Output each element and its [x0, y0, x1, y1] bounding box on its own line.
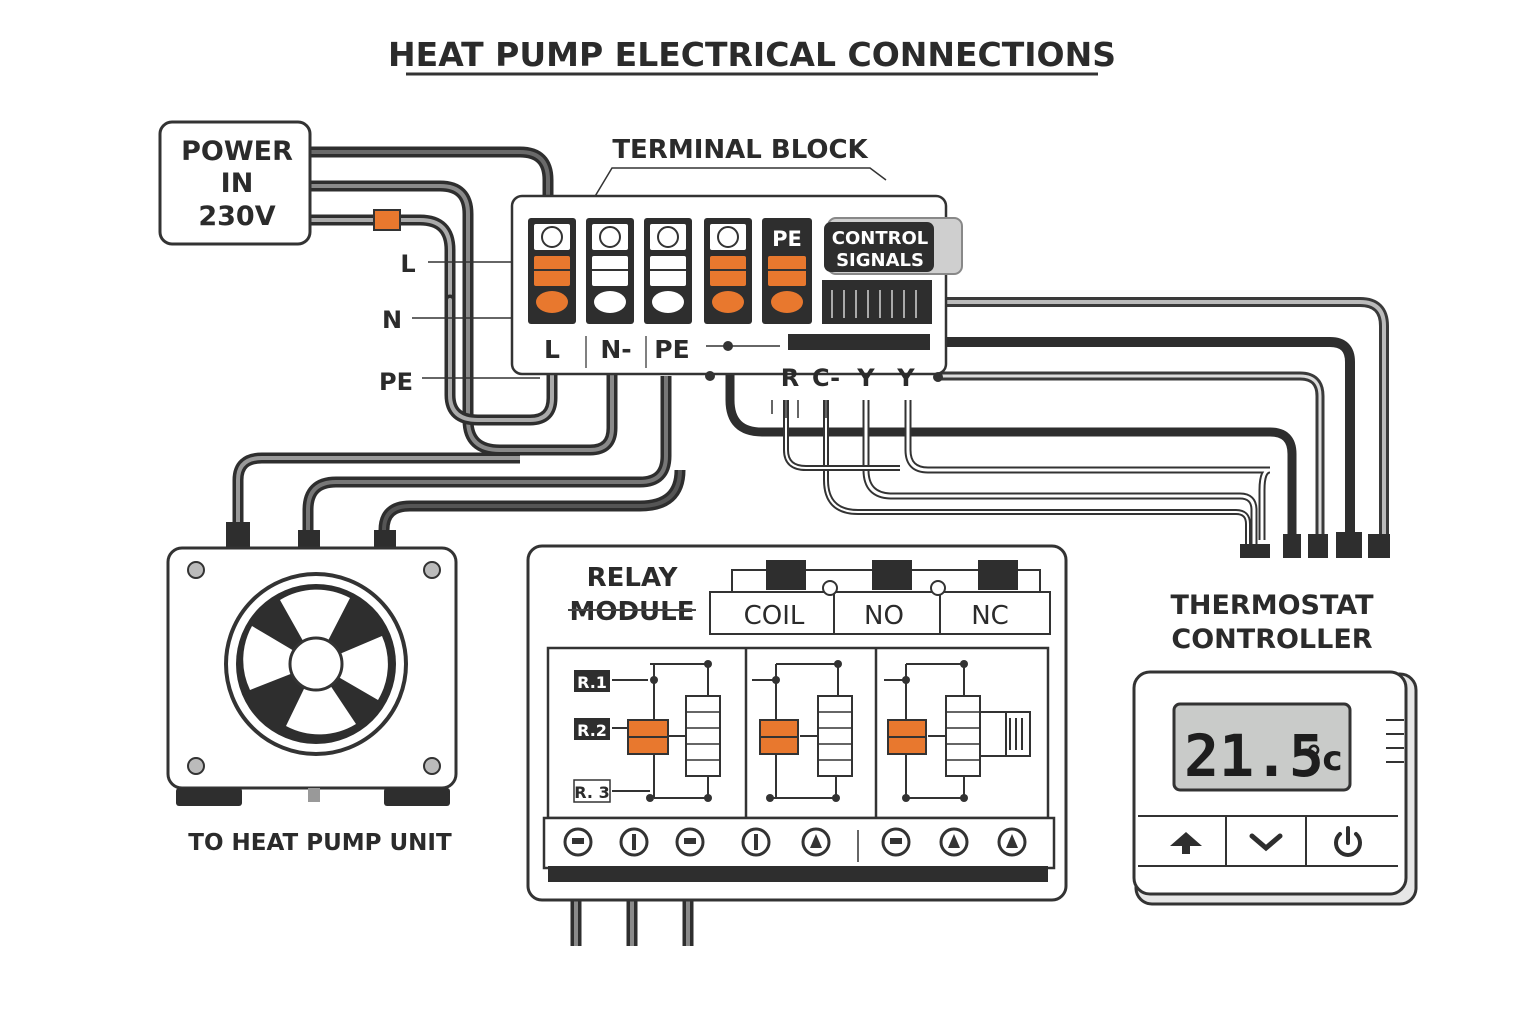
control-signals-line2: SIGNALS [836, 250, 924, 271]
pe-wire-sleeve [373, 209, 401, 231]
heat-pump-wires [232, 376, 686, 540]
terminal-block: TERMINAL BLOCK [510, 135, 963, 418]
relay-module: RELAY MODULE COIL NO NC R.1 R.2 R. 3 [526, 544, 1068, 902]
thermostat-title-line2: CONTROLLER [1171, 624, 1372, 655]
relay-col-nc: NC [971, 601, 1009, 631]
thermostat-title-line1: THERMOSTAT [1170, 590, 1374, 621]
terminal-slot-pe: PE [762, 218, 812, 324]
terminal-label-l: L [544, 335, 560, 364]
control-term-r: R [781, 364, 799, 392]
heat-pump-caption: TO HEAT PUMP UNIT [188, 830, 452, 856]
terminal-label-pe: PE [654, 335, 689, 364]
relay-col-no: NO [864, 601, 904, 631]
terminal-label-n: N- [600, 335, 631, 364]
terminal-slot-3 [644, 218, 692, 324]
control-term-y1: Y [856, 364, 875, 392]
terminal-slot-4 [704, 218, 752, 324]
wire-callouts: L N PE [379, 250, 540, 396]
wire-label-n: N [382, 306, 402, 334]
relay-terminal-strip [542, 816, 1056, 882]
power-label-line3: 230V [198, 201, 275, 232]
wire-label-l: L [400, 250, 415, 278]
up-arrow-icon [1170, 832, 1202, 854]
power-in-box: POWER IN 230V [158, 120, 312, 246]
heat-pump-unit: TO HEAT PUMP UNIT [166, 522, 458, 856]
thermostat-down-button[interactable] [1228, 818, 1304, 864]
terminal-slot-2 [586, 218, 634, 324]
relay-row-r1: R.1 [577, 673, 607, 692]
chevron-down-icon [1249, 833, 1283, 852]
control-connector-strip [822, 280, 932, 324]
thermostat-controller: THERMOSTAT CONTROLLER 21.5 °c [1132, 590, 1418, 906]
control-term-c: C- [812, 364, 840, 392]
relay-row-r2: R.2 [577, 721, 607, 740]
thermostat-up-button[interactable] [1140, 818, 1224, 864]
power-label-line2: IN [221, 168, 254, 199]
thermostat-temperature: 21.5 [1184, 722, 1324, 790]
relay-row-r3: R. 3 [574, 783, 609, 802]
power-label-line1: POWER [181, 136, 293, 167]
thermostat-unit: °c [1305, 739, 1342, 779]
terminal-slot-pe-label: PE [772, 227, 802, 251]
wire-label-pe: PE [379, 368, 413, 396]
power-icon [1334, 826, 1362, 857]
relay-header: COIL NO NC [709, 560, 1051, 635]
control-terminals: R C- Y Y [771, 364, 943, 418]
power-wires [304, 146, 618, 456]
terminal-block-label: TERMINAL BLOCK [612, 135, 868, 165]
control-signals-badge: CONTROL SIGNALS [824, 217, 963, 275]
thermostat-power-button[interactable] [1308, 818, 1396, 864]
relay-title-line1: RELAY [587, 563, 679, 593]
thermostat-display [1172, 702, 1352, 792]
relay-title-line2: MODULE [570, 597, 695, 627]
fan-icon [224, 572, 408, 756]
control-signals-line1: CONTROL [832, 228, 929, 249]
relay-col-coil: COIL [744, 601, 805, 631]
control-term-y2: Y [896, 364, 915, 392]
terminal-slot-1 [528, 218, 576, 324]
thermostat-side-ticks [1386, 719, 1404, 763]
diagram-title: HEAT PUMP ELECTRICAL CONNECTIONS [388, 35, 1116, 74]
thermostat-wire-ends [1240, 532, 1390, 558]
thermostat-wires [725, 297, 1389, 548]
